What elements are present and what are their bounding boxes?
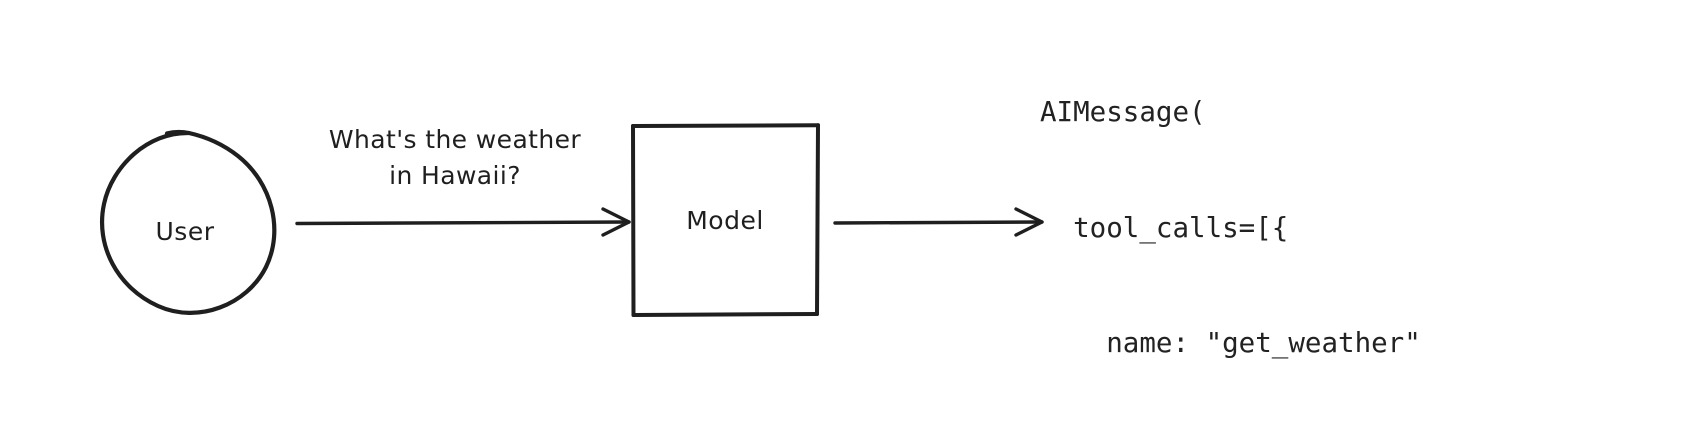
arrow-model-to-output-icon (833, 207, 1044, 237)
user-circle-icon (99, 129, 277, 315)
node-user[interactable]: User (90, 128, 280, 318)
node-model-label: Model (686, 205, 764, 235)
edge-label-line-1: What's the weather (328, 125, 582, 154)
edge-label-line-2: in Hawaii? (389, 161, 521, 190)
code-line: AIMessage( (1040, 96, 1206, 128)
node-user-label: User (155, 216, 215, 246)
ai-message-output-code: AIMessage( tool_calls=[{ name: "get_weat… (1040, 16, 1454, 432)
arrow-user-to-model-icon (295, 207, 631, 237)
edge-label-user-to-model: What's the weather in Hawaii? (290, 122, 620, 194)
model-box-icon (631, 123, 820, 317)
code-line: tool_calls=[{ (1040, 211, 1289, 244)
code-line: name: "get_weather" (1040, 327, 1421, 359)
node-model[interactable]: Model (630, 123, 820, 317)
